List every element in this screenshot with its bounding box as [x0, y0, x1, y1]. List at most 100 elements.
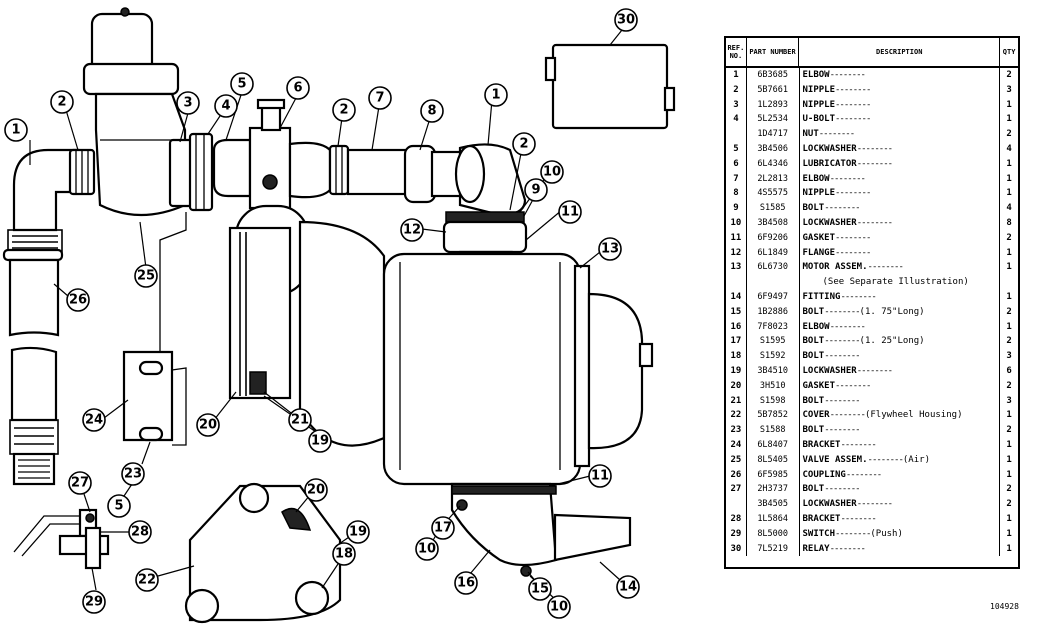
svg-text:1: 1: [491, 88, 500, 103]
description-cell: RELAY--------: [800, 541, 1001, 557]
callout-23: 23: [121, 462, 145, 486]
callout-27: 27: [68, 471, 92, 495]
ref-cell: 8: [726, 186, 747, 202]
ref-cell: 1: [726, 68, 747, 83]
description-note: (Push): [870, 528, 903, 539]
callout-26: 26: [66, 288, 90, 312]
leader-dots: --------: [824, 306, 860, 317]
description-cell: BOLT--------: [800, 482, 1001, 498]
description-cell: NIPPLE--------: [800, 186, 1001, 202]
callout-15: 15: [528, 577, 552, 601]
ref-cell: 18: [726, 349, 747, 364]
description-cell: BOLT--------: [800, 201, 1001, 216]
coupling-drawing: [2, 248, 64, 486]
svg-text:25: 25: [137, 269, 155, 284]
callout-6: 6: [286, 76, 310, 100]
description-text: LOCKWASHER: [802, 499, 857, 510]
exploded-parts-diagram: 1 2 3 4 5 6 2 7 8 1 2 10 9 11 12 13 25 2…: [2, 7, 676, 624]
description-text: BOLT: [802, 351, 825, 362]
part-number-cell: 5B7852: [747, 408, 800, 424]
leader-dots: --------: [835, 247, 871, 258]
svg-text:16: 16: [457, 576, 475, 591]
ref-cell: 17: [726, 334, 747, 350]
description-cell: BOLT--------(1. 25"Long): [800, 334, 1001, 350]
description-cell: BOLT--------: [800, 349, 1001, 364]
header-qty: QTY: [1002, 48, 1016, 56]
leader-dots: --------: [835, 232, 871, 243]
header-ref-no: REF. NO.: [726, 38, 747, 66]
description-cell: LOCKWASHER--------: [800, 141, 1001, 157]
callout-29: 29: [82, 590, 106, 614]
svg-text:13: 13: [601, 242, 619, 257]
leader-dots: --------: [845, 469, 882, 480]
callout-21: 21: [288, 408, 312, 432]
svg-text:11: 11: [561, 205, 579, 220]
callout-7: 7: [368, 86, 392, 110]
svg-text:20: 20: [199, 418, 217, 433]
description-text: LOCKWASHER: [802, 217, 857, 228]
svg-text:2: 2: [339, 103, 348, 118]
qty-cell: 4: [1006, 203, 1012, 214]
svg-text:6: 6: [293, 81, 302, 96]
svg-text:3: 3: [183, 96, 192, 111]
callout-2c: 2: [512, 132, 536, 156]
description-cell: NIPPLE--------: [800, 97, 1001, 113]
callout-20b: 20: [304, 478, 328, 502]
leader-dots: --------: [840, 439, 876, 450]
callout-10a: 10: [540, 160, 564, 184]
part-number-cell: 3B4508: [747, 215, 800, 231]
callout-13: 13: [598, 237, 622, 261]
ref-cell: 22: [726, 408, 747, 424]
ref-cell: 9: [726, 201, 747, 216]
leader-dots: --------: [818, 129, 855, 140]
leader-dots: --------: [856, 158, 893, 169]
callout-3: 3: [176, 91, 200, 115]
callout-19a: 19: [308, 429, 332, 453]
part-number-cell: 5B7661: [747, 82, 800, 98]
svg-text:20: 20: [307, 483, 325, 498]
header-part-number: PART NUMBER: [747, 38, 800, 66]
description-cell: NUT--------: [800, 127, 1001, 142]
qty-cell: 6: [1006, 365, 1012, 376]
callout-9: 9: [524, 178, 548, 202]
part-number-cell: 7F8023: [747, 319, 800, 335]
qty-cell: 1: [1006, 543, 1012, 554]
ref-cell: 25: [726, 452, 747, 468]
leader-dots: --------: [856, 499, 893, 510]
svg-text:29: 29: [85, 595, 103, 610]
description-text: NIPPLE: [802, 84, 836, 95]
part-number-cell: 3B4510: [747, 363, 800, 379]
part-number-cell: 3B4505: [747, 497, 800, 512]
relay-drawing: [544, 29, 676, 130]
description-text: BOLT: [802, 336, 825, 347]
description-cell: SWITCH--------(Push): [800, 526, 1001, 542]
leader-dots: --------: [856, 143, 893, 154]
nipple-center-drawing: [168, 132, 214, 212]
description-text: GASKET: [802, 232, 836, 243]
ref-cell: [726, 497, 747, 512]
ref-cell: 28: [726, 511, 747, 527]
part-number-cell: 4S5575: [747, 186, 800, 202]
description-text: BOLT: [802, 306, 825, 317]
part-number-cell: 6B3685: [747, 68, 800, 83]
part-number-cell: 5L2534: [747, 112, 800, 128]
qty-cell: 1: [1006, 173, 1012, 184]
table-header: REF. NO. PART NUMBER DESCRIPTION QTY: [726, 38, 1018, 68]
description-cell: ELBOW--------: [800, 319, 1001, 335]
ref-cell: 29: [726, 526, 747, 542]
description-cell: (See Separate Illustration): [800, 275, 1001, 290]
qty-cell: 1: [1006, 410, 1012, 421]
table-row: (See Separate Illustration): [726, 275, 1018, 290]
